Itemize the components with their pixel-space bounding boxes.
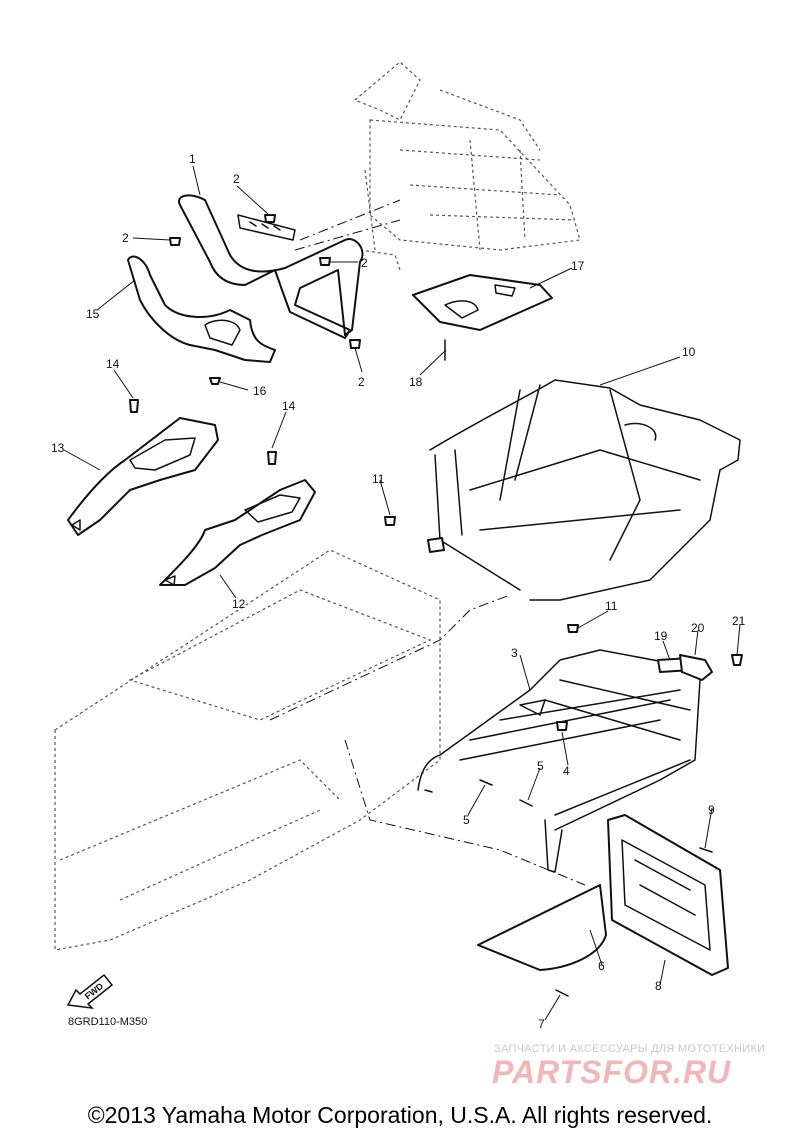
- callout: 10: [682, 345, 696, 359]
- callout: 5: [463, 813, 470, 827]
- callout: 11: [372, 472, 385, 486]
- part-17-cover: [412, 274, 553, 331]
- part-15-lower-guard: [127, 255, 276, 363]
- callout: 14: [282, 399, 296, 413]
- callout: 19: [654, 629, 668, 643]
- callout: 7: [538, 1017, 545, 1031]
- callout: 6: [598, 959, 605, 973]
- callout: 1: [189, 152, 196, 166]
- part-1-front-bar: [178, 194, 364, 339]
- part-20-bracket: [679, 654, 713, 681]
- callout: 17: [571, 259, 585, 273]
- part-16-screw: [209, 377, 221, 385]
- callout: 8: [655, 979, 662, 993]
- callout: 2: [361, 256, 368, 270]
- callout: 9: [708, 803, 715, 817]
- callout: 2: [233, 172, 240, 186]
- part-6-cover: [477, 884, 607, 971]
- part-21-bolt: [731, 654, 743, 666]
- diagram-code: 8GRD110-M350: [68, 1016, 148, 1028]
- callout: 11: [605, 599, 618, 613]
- part-12-side-panel: [159, 479, 316, 586]
- callout: 18: [409, 375, 423, 389]
- callout: 16: [253, 384, 267, 398]
- callout: 20: [691, 621, 705, 635]
- callout: 4: [563, 764, 570, 778]
- ref-line-frame: [294, 199, 401, 251]
- watermark-logo: PARTSFOR.RU: [492, 1054, 732, 1090]
- ref-line-rack: [344, 739, 586, 886]
- callout: 2: [122, 231, 129, 245]
- ref-line-body: [269, 594, 511, 721]
- callout: 2: [358, 375, 365, 389]
- frame-phantom: [353, 61, 581, 271]
- copyright-text: ©2013 Yamaha Motor Corporation, U.S.A. A…: [87, 1102, 713, 1128]
- fasteners: [129, 214, 713, 997]
- callouts: 1 2 2 2 2 15 16 17 18 10 14 14 13 12 11 …: [51, 152, 746, 1031]
- body-phantom: [54, 549, 441, 951]
- callout: 21: [732, 614, 746, 628]
- callout: 14: [106, 357, 120, 371]
- callout: 15: [86, 307, 100, 321]
- callout: 13: [51, 441, 65, 455]
- part-10-rear-frame: [427, 379, 741, 601]
- watermark-caption: ЗАПЧАСТИ И АКСЕССУАРЫ ДЛЯ МОТОТЕХНИКИ: [494, 1043, 766, 1055]
- callout: 12: [232, 597, 246, 611]
- callout: 5: [537, 759, 544, 773]
- leader-lines: [63, 165, 741, 1021]
- callout: 3: [511, 646, 518, 660]
- part-8-flap: [607, 814, 729, 976]
- fwd-arrow-icon: FWD: [66, 973, 114, 1010]
- part-13-side-panel: [67, 417, 219, 536]
